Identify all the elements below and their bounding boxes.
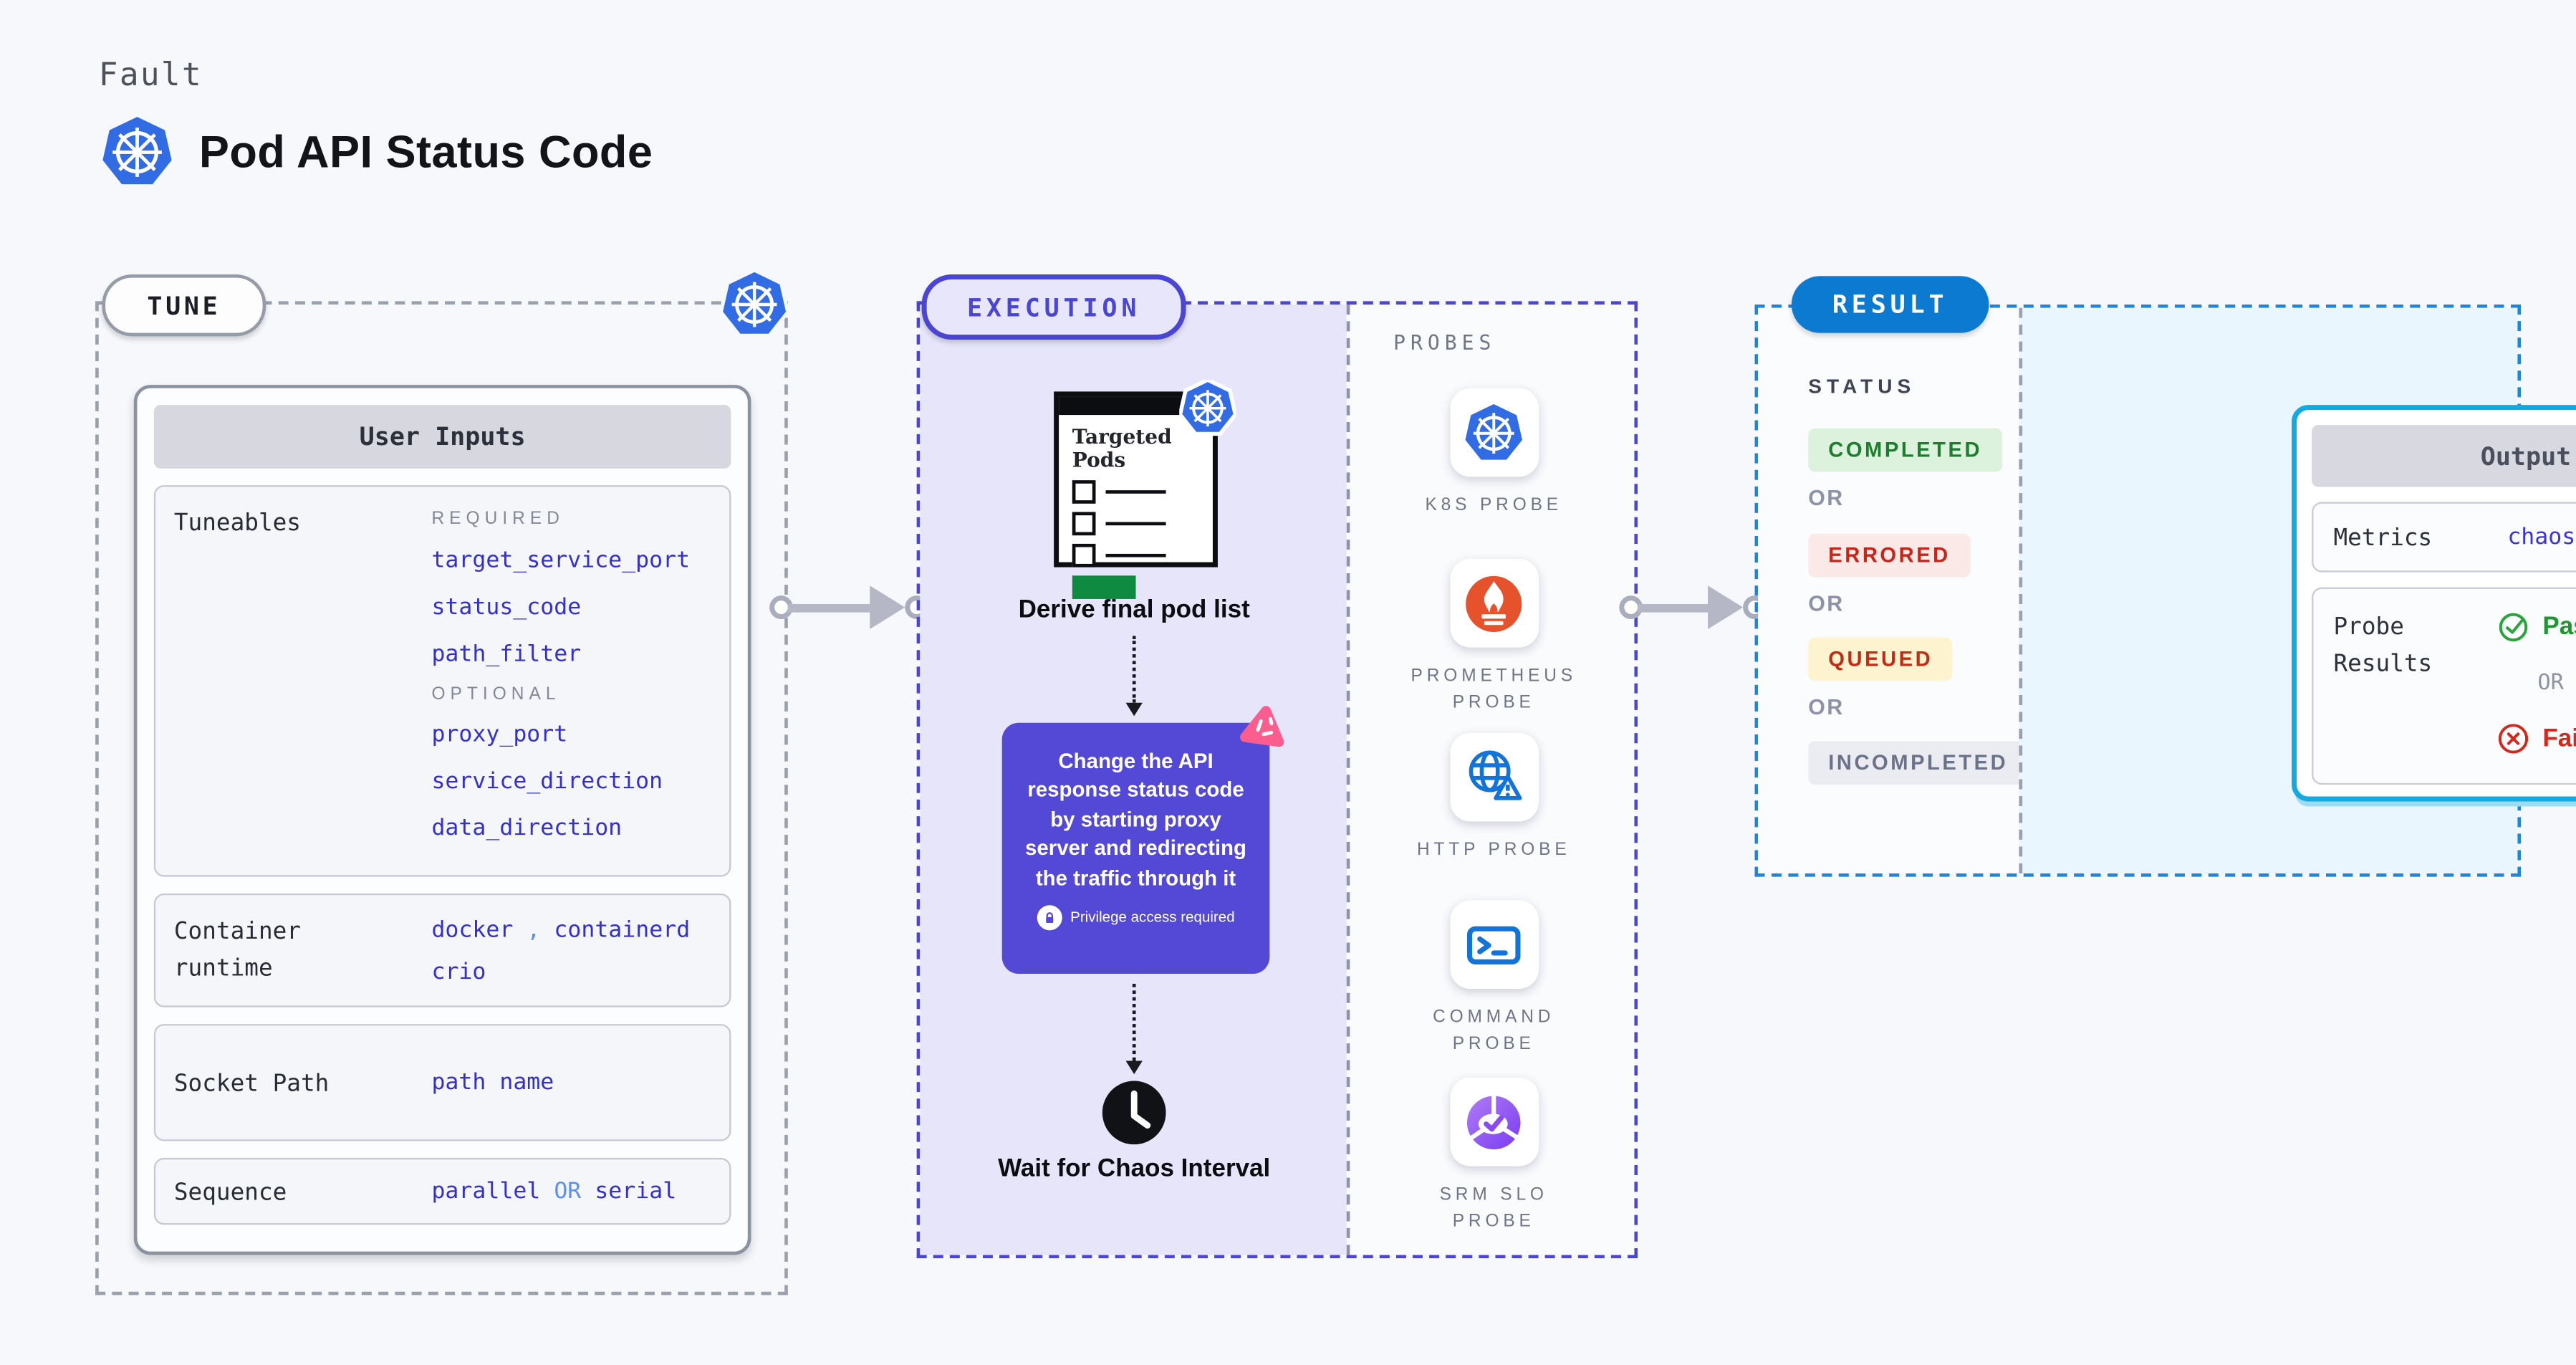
probe-k8s: K8S PROBE: [1350, 388, 1638, 519]
kubernetes-icon: [719, 269, 790, 337]
sequence-row: Sequence parallel OR serial: [153, 1157, 731, 1225]
targeted-pods-title: Targeted Pods: [1072, 425, 1172, 473]
param-status-code: status_code: [431, 593, 582, 621]
metrics-value: chaos metrics: [2507, 523, 2576, 551]
param-proxy-port: proxy_port: [431, 721, 568, 748]
page-title: Pod API Status Code: [198, 126, 653, 177]
tune-pill: TUNE: [102, 274, 266, 337]
check-circle-icon: [2499, 613, 2528, 642]
runtime-crio: crio: [431, 959, 486, 986]
probe-command: COMMAND PROBE: [1350, 900, 1638, 1058]
probe-results-row: Probe Results Passed OR: [2312, 587, 2576, 785]
or-label: OR: [1808, 485, 1845, 511]
probe-label: COMMAND PROBE: [1433, 1007, 1555, 1055]
probe-label: SRM SLO PROBE: [1439, 1184, 1548, 1232]
probe-label: HTTP PROBE: [1416, 840, 1571, 861]
runtime-separator: ,: [527, 916, 541, 944]
probe-label: K8S PROBE: [1425, 495, 1563, 516]
or-label: OR: [2537, 671, 2564, 696]
param-service-direction: service_direction: [431, 767, 663, 795]
terminal-icon: [1449, 900, 1539, 990]
fault-action-text: Change the API response status code by s…: [1025, 749, 1246, 890]
runtime-containerd: containerd: [554, 916, 691, 944]
execution-flow-pane: Targeted Pods Derive final pod list Chan…: [920, 304, 1347, 1255]
fault-action-box: Change the API response status code by s…: [1001, 706, 1284, 974]
execution-section: Targeted Pods Derive final pod list Chan…: [916, 274, 1638, 1258]
status-badge-incompleted: INCOMPLETED: [1808, 741, 2029, 785]
step-derive-pod-list: Derive final pod list: [1018, 595, 1250, 624]
kubernetes-icon: [99, 114, 176, 191]
clock-icon: [1102, 1081, 1166, 1145]
user-inputs-card: User Inputs Tuneables REQUIRED target_se…: [133, 385, 751, 1255]
privilege-note-text: Privilege access required: [1070, 909, 1235, 926]
or-label: OR: [1808, 590, 1845, 616]
step-wait-chaos-interval: Wait for Chaos Interval: [998, 1154, 1271, 1183]
probe-http: HTTP PROBE: [1350, 732, 1638, 864]
container-runtime-row: Container runtime docker , containerd cr…: [153, 893, 731, 1007]
runtime-docker: docker: [431, 916, 514, 944]
sequence-label: Sequence: [173, 1179, 287, 1207]
page-header: Pod API Status Code: [99, 114, 653, 191]
failed-label: Failed: [2542, 724, 2576, 753]
output-title: Output: [2312, 425, 2576, 487]
slo-pie-check-icon: [1449, 1077, 1539, 1167]
probes-pane: PROBES K8S PROBE PROMETHEUS: [1346, 304, 1638, 1255]
user-inputs-title: User Inputs: [153, 405, 731, 469]
param-data-direction: data_direction: [431, 815, 623, 842]
prometheus-icon: [1449, 558, 1539, 648]
status-pane: STATUS COMPLETED OR ERRORED OR QUEUED OR…: [1758, 307, 2029, 873]
probe-label: PROMETHEUS PROBE: [1410, 666, 1577, 714]
kubernetes-icon: [1179, 380, 1236, 436]
socket-path-label: Socket Path: [173, 1071, 330, 1098]
status-badge-completed: COMPLETED: [1808, 428, 2003, 472]
lock-icon: [1037, 904, 1062, 931]
globe-warning-icon: [1449, 732, 1539, 822]
arrow-tune-to-execution: [769, 584, 928, 631]
status-label: STATUS: [1808, 375, 1916, 398]
passed-label: Passed: [2542, 612, 2576, 641]
status-badge-errored: ERRORED: [1808, 533, 1971, 578]
result-section: STATUS COMPLETED OR ERRORED OR QUEUED OR…: [1754, 276, 2576, 877]
optional-label: OPTIONAL: [431, 684, 561, 705]
tune-section: TUNE User Inputs Tuneables REQUIRED targ…: [95, 269, 790, 1295]
execution-pill: EXECUTION: [921, 274, 1186, 340]
arrow-execution-to-result: [1619, 584, 1767, 631]
required-label: REQUIRED: [431, 508, 564, 529]
probe-prometheus: PROMETHEUS PROBE: [1350, 558, 1638, 717]
result-pill: RESULT: [1791, 276, 1989, 333]
output-card: Output Metrics chaos metrics Probe Resul…: [2292, 405, 2576, 802]
probes-label: PROBES: [1393, 331, 1496, 355]
container-runtime-label: Container runtime: [173, 918, 301, 982]
param-target-service-port: target_service_port: [431, 547, 691, 574]
privilege-note: Privilege access required: [1037, 904, 1235, 931]
socket-path-value: path name: [431, 1069, 554, 1096]
sequence-serial: serial: [595, 1177, 677, 1205]
fault-kicker: Fault: [98, 57, 203, 94]
output-pane: Output Metrics chaos metrics Probe Resul…: [2019, 307, 2576, 873]
failed-result: Failed: [2497, 723, 2576, 755]
x-circle-icon: [2498, 724, 2529, 754]
sequence-or: OR: [554, 1177, 582, 1205]
chaos-icon: [1240, 706, 1284, 747]
socket-path-row: Socket Path path name: [153, 1024, 731, 1141]
probe-srm-slo: SRM SLO PROBE: [1350, 1077, 1638, 1236]
passed-result: Passed: [2497, 610, 2576, 642]
metrics-row: Metrics chaos metrics: [2312, 502, 2576, 573]
tuneables-panel: Tuneables REQUIRED target_service_port s…: [153, 485, 731, 877]
param-path-filter: path_filter: [431, 641, 582, 668]
probe-results-label: Probe Results: [2333, 613, 2433, 677]
flow-arrow-down: [1125, 636, 1143, 717]
or-label: OR: [1808, 694, 1845, 720]
status-badge-queued: QUEUED: [1808, 637, 1953, 681]
kubernetes-icon: [1449, 388, 1539, 477]
metrics-label: Metrics: [2333, 525, 2433, 552]
flow-arrow-down: [1125, 984, 1143, 1075]
sequence-parallel: parallel: [431, 1177, 541, 1205]
tuneables-label: Tuneables: [173, 510, 301, 537]
